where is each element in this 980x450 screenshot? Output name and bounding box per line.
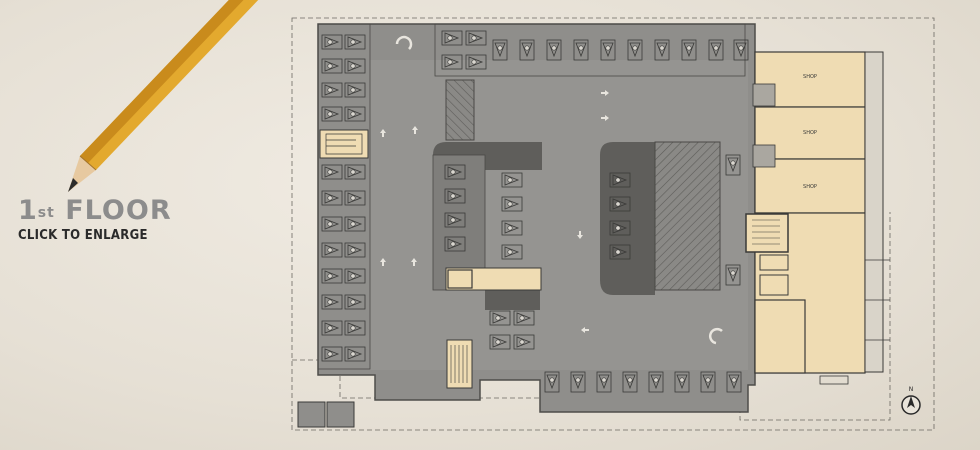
parking-bays-left <box>317 23 371 370</box>
parking-bays-top <box>434 23 749 77</box>
shop-label-3: SHOP <box>803 184 817 190</box>
floor-number: 1 <box>18 195 38 226</box>
parking-islands <box>432 79 721 310</box>
floor-word: FLOOR <box>65 195 172 226</box>
floor-title: 1st FLOOR <box>18 196 172 226</box>
floor-title-block[interactable]: 1st FLOOR CLICK TO ENLARGE <box>18 196 172 244</box>
click-to-enlarge-link[interactable]: CLICK TO ENLARGE <box>18 228 148 243</box>
pencil-illustration <box>68 0 259 192</box>
legend-boxes <box>297 401 355 428</box>
north-label: N <box>909 386 914 393</box>
shop-label-1: SHOP <box>803 74 817 80</box>
north-arrow-icon: N <box>901 386 921 415</box>
shop-block: SHOP SHOP SHOP <box>745 51 890 385</box>
traffic-arrows <box>380 35 723 345</box>
shop-label-2: SHOP <box>803 130 817 136</box>
floor-suffix: st <box>37 205 55 221</box>
stair-cores <box>319 129 542 389</box>
